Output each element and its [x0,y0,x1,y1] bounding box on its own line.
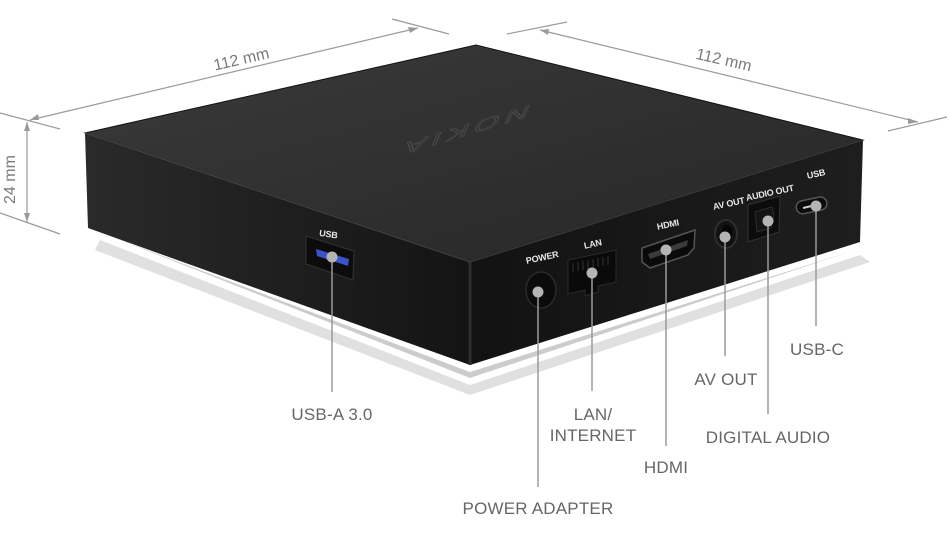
device-left-face [85,133,470,365]
callout-digital-audio-label: DIGITAL AUDIO [705,428,831,447]
callout-lan-line2: INTERNET [549,426,637,445]
callout-hdmi-label: HDMI [643,458,689,477]
callout-lan-label: LAN/ INTERNET [545,404,641,446]
callout-usb-a-label: USB-A 3.0 [291,405,373,424]
callout-usb-c-label: USB-C [790,340,844,359]
callout-lan-line1: LAN/ [573,405,613,424]
callout-av-out-label: AV OUT [694,370,758,389]
callout-power-label: POWER ADAPTER [462,499,614,518]
callout-lines [331,206,817,487]
dimension-lines [0,18,948,235]
dimension-height-label: 24 mm [2,155,19,204]
callout-dots [326,200,822,298]
